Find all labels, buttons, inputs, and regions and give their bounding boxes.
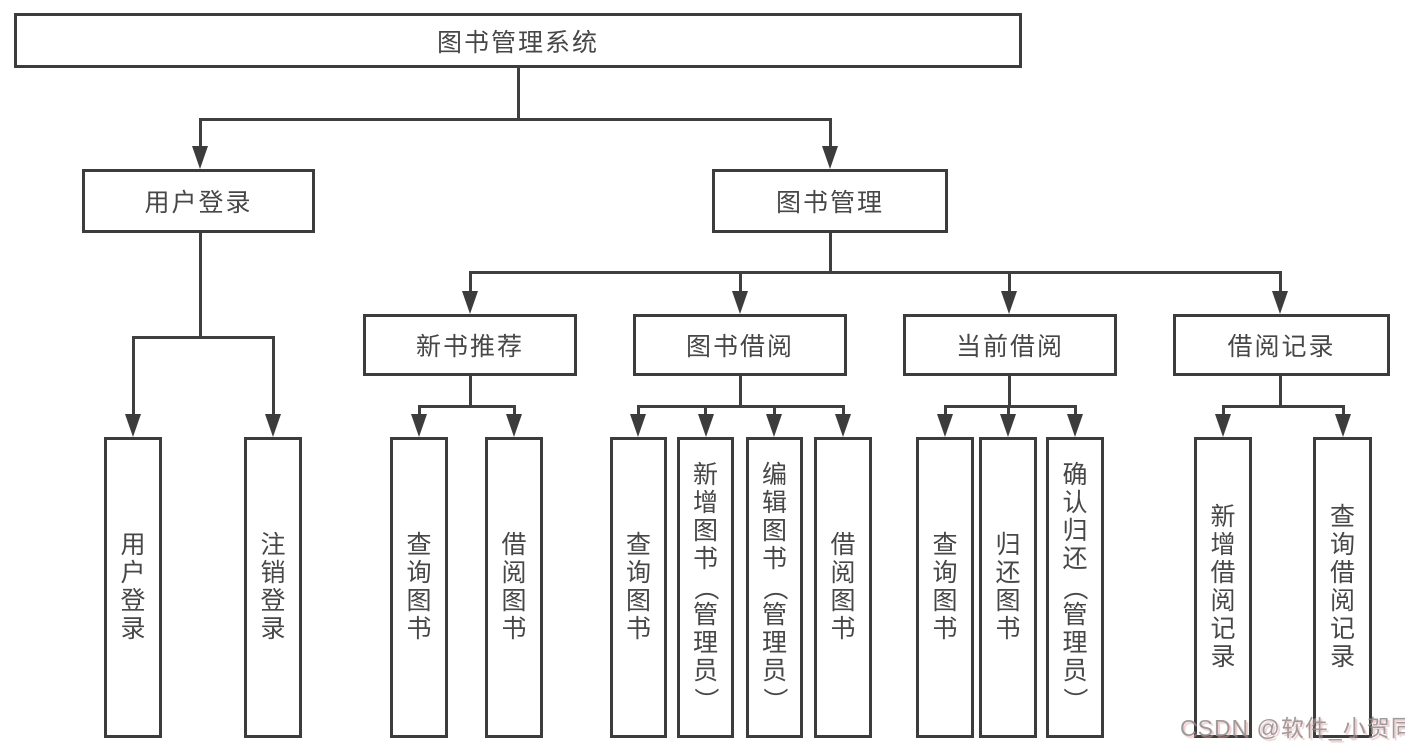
leaf-current-query-book: 查询图书 <box>916 437 974 738</box>
node-book-management: 图书管理 <box>712 169 948 233</box>
connector-line <box>418 405 516 408</box>
connector-line <box>199 118 832 121</box>
arrow-down-icon <box>192 146 208 169</box>
leaf-recommend-query-book: 查询图书 <box>390 437 448 738</box>
connector-line <box>637 405 845 408</box>
leaf-add-borrow-record: 新增借阅记录 <box>1194 437 1252 738</box>
leaf-logout: 注销登录 <box>244 437 302 738</box>
arrow-down-icon <box>835 414 851 437</box>
connector-line <box>739 376 742 405</box>
connector-line <box>272 339 275 419</box>
node-borrow-record: 借阅记录 <box>1173 314 1390 376</box>
leaf-query-borrow-record-label: 查询借阅记录 <box>1329 503 1355 671</box>
arrow-down-icon <box>265 414 281 437</box>
node-current-borrow: 当前借阅 <box>903 314 1117 376</box>
node-current-borrow-label: 当前借阅 <box>955 333 1064 361</box>
connector-line <box>739 274 742 292</box>
arrow-down-icon <box>506 414 522 437</box>
node-book-management-label: 图书管理 <box>775 189 884 217</box>
arrow-down-icon <box>766 414 782 437</box>
arrow-down-icon <box>937 414 953 437</box>
leaf-add-borrow-record-label: 新增借阅记录 <box>1210 503 1236 671</box>
node-new-book-recommend-label: 新书推荐 <box>415 333 524 361</box>
leaf-current-query-book-label: 查询图书 <box>932 531 958 643</box>
arrow-down-icon <box>732 291 748 314</box>
connector-line <box>1222 405 1345 408</box>
arrow-down-icon <box>1000 414 1016 437</box>
leaf-query-borrow-record: 查询借阅记录 <box>1313 437 1372 738</box>
leaf-logout-label: 注销登录 <box>260 531 286 643</box>
connector-line <box>418 408 421 418</box>
leaf-add-book-admin-label: 新增图书（管理员） <box>691 461 720 713</box>
connector-line <box>1074 408 1077 418</box>
arrow-down-icon <box>462 291 478 314</box>
connector-line <box>842 408 845 418</box>
arrow-down-icon <box>411 414 427 437</box>
node-user-login-label: 用户登录 <box>144 189 253 217</box>
leaf-edit-book-admin-label: 编辑图书（管理员） <box>760 461 789 713</box>
arrow-down-icon <box>1067 414 1083 437</box>
arrow-down-icon <box>630 414 646 437</box>
connector-line <box>829 121 832 149</box>
leaf-return-book-label: 归还图书 <box>995 531 1021 643</box>
arrow-down-icon <box>125 414 141 437</box>
connector-line <box>1279 376 1282 405</box>
leaf-confirm-return-admin: 确认归还（管理员） <box>1046 437 1104 738</box>
connector-line <box>199 233 202 338</box>
connector-line <box>1007 408 1010 418</box>
connector-line <box>469 271 1282 274</box>
node-book-borrow: 图书借阅 <box>633 314 847 376</box>
leaf-recommend-borrow-book-label: 借阅图书 <box>501 531 527 643</box>
connector-line <box>637 408 640 418</box>
node-borrow-record-label: 借阅记录 <box>1227 333 1336 361</box>
connector-line <box>1222 408 1225 418</box>
leaf-recommend-borrow-book: 借阅图书 <box>485 437 543 738</box>
connector-line <box>773 408 776 418</box>
connector-line <box>944 408 947 418</box>
connector-line <box>132 339 135 419</box>
arrow-down-icon <box>1215 414 1231 437</box>
connector-line <box>517 68 520 118</box>
arrow-down-icon <box>698 414 714 437</box>
connector-line <box>1008 274 1011 292</box>
connector-line <box>132 336 275 339</box>
leaf-recommend-query-book-label: 查询图书 <box>406 531 432 643</box>
node-book-borrow-label: 图书借阅 <box>685 333 794 361</box>
arrow-down-icon <box>822 146 838 169</box>
connector-line <box>704 408 707 418</box>
arrow-down-icon <box>1335 414 1351 437</box>
connector-line <box>469 274 472 292</box>
leaf-add-book-admin: 新增图书（管理员） <box>677 437 734 738</box>
leaf-borrow-query-book-label: 查询图书 <box>625 531 651 643</box>
leaf-borrow-book: 借阅图书 <box>814 437 872 738</box>
node-user-login: 用户登录 <box>82 169 315 233</box>
connector-line <box>829 233 832 271</box>
leaf-edit-book-admin: 编辑图书（管理员） <box>746 437 803 738</box>
connector-line <box>1279 274 1282 292</box>
connector-line <box>944 405 1077 408</box>
node-new-book-recommend: 新书推荐 <box>363 314 577 376</box>
node-root: 图书管理系统 <box>14 13 1022 68</box>
node-root-label: 图书管理系统 <box>436 28 599 57</box>
leaf-user-login: 用户登录 <box>104 437 162 738</box>
csdn-watermark: CSDN @软件_小贺同学 <box>1180 715 1405 741</box>
connector-line <box>1008 376 1011 405</box>
connector-line <box>513 408 516 418</box>
leaf-confirm-return-admin-label: 确认归还（管理员） <box>1061 461 1090 713</box>
connector-line <box>469 376 472 405</box>
leaf-borrow-query-book: 查询图书 <box>610 437 667 738</box>
leaf-user-login-label: 用户登录 <box>120 531 146 643</box>
arrow-down-icon <box>1272 291 1288 314</box>
connector-line <box>199 121 202 149</box>
arrow-down-icon <box>1001 291 1017 314</box>
leaf-borrow-book-label: 借阅图书 <box>830 531 856 643</box>
connector-line <box>1342 408 1345 418</box>
leaf-return-book: 归还图书 <box>979 437 1037 738</box>
